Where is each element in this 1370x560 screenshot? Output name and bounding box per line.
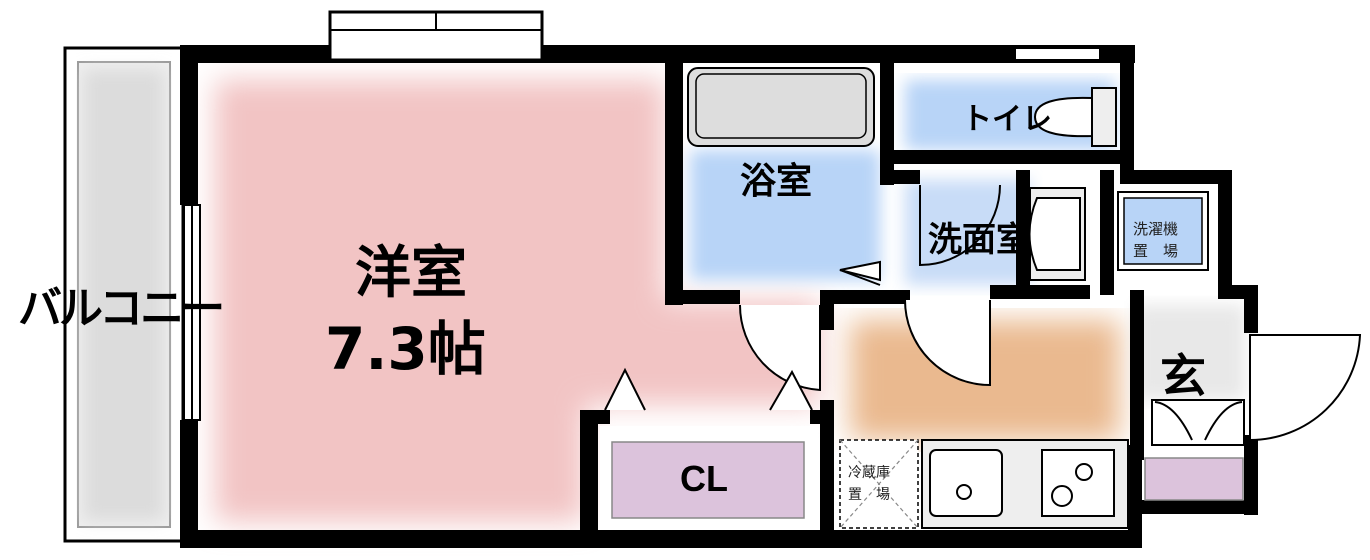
western-room-size: 7.3帖 — [325, 315, 486, 383]
washroom-sink — [1028, 187, 1086, 281]
balcony — [63, 46, 185, 543]
washroom-door — [919, 184, 1001, 267]
room-door — [738, 304, 821, 392]
washer-space — [1117, 191, 1209, 271]
western-room-fill — [215, 80, 820, 522]
kitchen-door — [904, 299, 991, 387]
toilet-label: トイレ — [962, 102, 1052, 137]
balcony-door — [183, 204, 201, 421]
bath-label: 浴室 — [740, 161, 813, 202]
closet — [600, 367, 818, 530]
fridge-label-1: 冷蔵庫 — [848, 465, 890, 481]
entrance-label: 玄 — [1160, 349, 1206, 403]
closet-label: CL — [680, 458, 728, 499]
balcony-label: バルコニー — [18, 283, 225, 334]
bath-fill — [690, 150, 880, 280]
toilet-bowl — [1033, 87, 1117, 147]
bathtub — [687, 67, 875, 147]
fridge-label-2: 置 場 — [848, 487, 890, 503]
toilet-window — [1014, 47, 1101, 61]
washroom-fill — [905, 180, 1030, 285]
washer-label-2: 置 場 — [1133, 242, 1179, 260]
washroom-label: 洗面室 — [928, 220, 1030, 260]
entrance-fill — [1135, 305, 1245, 400]
washer-label-1: 洗濯機 — [1133, 220, 1179, 238]
entrance — [1144, 334, 1362, 501]
top-window — [328, 10, 544, 62]
kitchen-counter — [921, 439, 1129, 529]
bath-door — [839, 260, 881, 282]
fridge-space — [839, 439, 919, 529]
western-room-label: 洋室 — [355, 241, 467, 306]
